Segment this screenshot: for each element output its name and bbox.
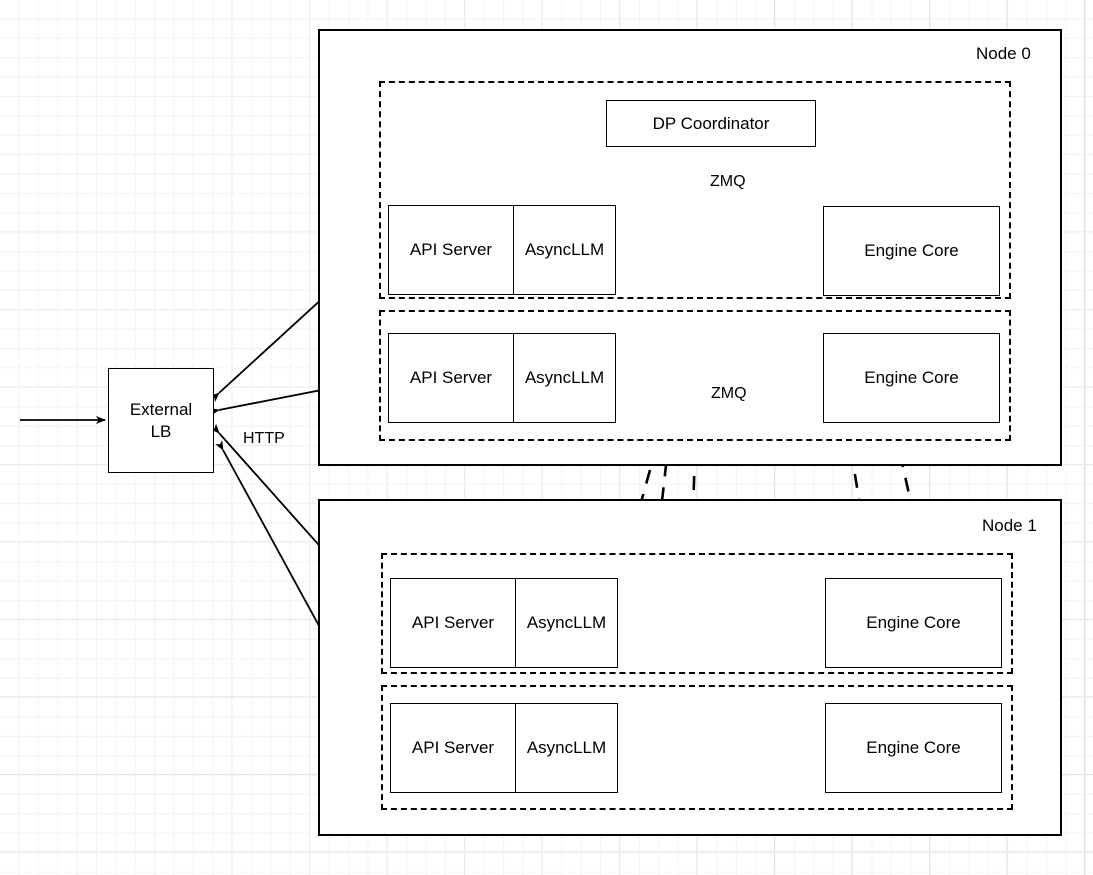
engine-core-label: Engine Core (864, 368, 959, 387)
engine-core-label: Engine Core (866, 613, 961, 632)
async-llm-label: AsyncLLM (526, 613, 607, 632)
api-server-label: API Server (391, 704, 516, 792)
engine-core-label: Engine Core (866, 738, 961, 757)
dp-coordinator-box[interactable]: DP Coordinator (606, 100, 816, 147)
node-0-group-1-api-stack[interactable]: API Server AsyncLLM (388, 333, 616, 423)
async-llm-label: AsyncLLM (524, 368, 605, 387)
node-1-label: Node 1 (982, 516, 1037, 535)
api-server-label: API Server (389, 334, 514, 422)
zmq-label-bottom: ZMQ (711, 385, 747, 402)
node-1-group-1 (381, 685, 1013, 810)
http-label: HTTP (243, 430, 285, 447)
node-0-group-1 (379, 310, 1011, 441)
external-lb-label-line1: External (129, 400, 193, 420)
node-1-group-0 (381, 553, 1013, 674)
async-llm-label: AsyncLLM (524, 240, 605, 259)
async-llm-label: AsyncLLM (526, 738, 607, 757)
zmq-label-top: ZMQ (710, 173, 746, 190)
node-1-group-1-api-stack[interactable]: API Server AsyncLLM (390, 703, 618, 793)
dp-coordinator-label: DP Coordinator (652, 113, 770, 133)
node-1-group-0-api-stack[interactable]: API Server AsyncLLM (390, 578, 618, 668)
external-lb-box[interactable]: External LB (108, 368, 214, 473)
node-0-group-0-engine-core[interactable]: Engine Core (823, 206, 1000, 296)
node-0-label: Node 0 (976, 44, 1031, 63)
node-1-group-1-engine-core[interactable]: Engine Core (825, 703, 1002, 793)
external-lb-label-line2: LB (150, 421, 172, 441)
node-0-group-1-engine-core[interactable]: Engine Core (823, 333, 1000, 423)
node-0-group-0 (379, 81, 1011, 299)
node-0-group-0-api-stack[interactable]: API Server AsyncLLM (388, 205, 616, 295)
api-server-label: API Server (389, 206, 514, 294)
node-1-group-0-engine-core[interactable]: Engine Core (825, 578, 1002, 668)
api-server-label: API Server (391, 579, 516, 667)
engine-core-label: Engine Core (864, 241, 959, 260)
